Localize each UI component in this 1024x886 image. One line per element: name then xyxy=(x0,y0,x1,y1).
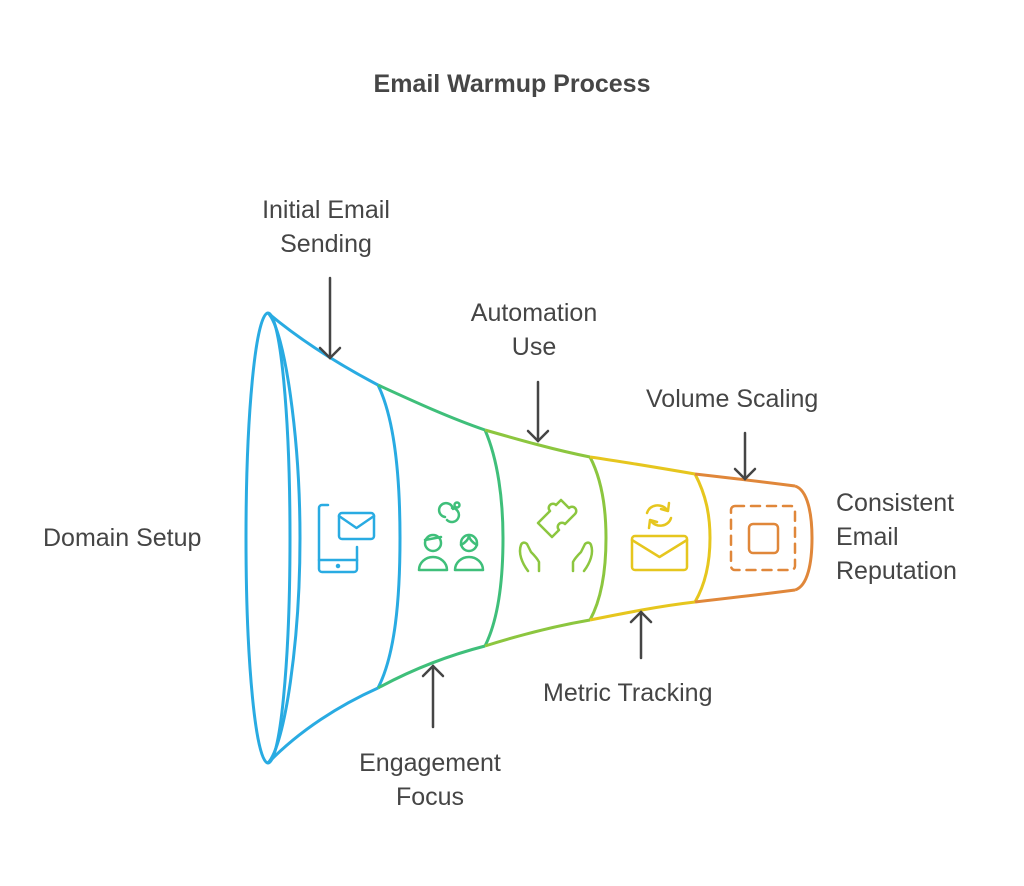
funnel-segment-volume-scaling xyxy=(694,472,814,604)
label-initial-email-sending: Initial Email Sending xyxy=(226,193,426,261)
label-consistent-email-reputation: Consistent Email Reputation xyxy=(836,486,957,588)
arrow-volume-scaling xyxy=(733,431,757,481)
arrow-initial-email-sending xyxy=(318,276,342,360)
hands-puzzle-icon xyxy=(518,498,594,573)
funnel-segment-domain-setup xyxy=(244,311,402,765)
label-volume-scaling: Volume Scaling xyxy=(646,385,819,413)
phone-mail-icon xyxy=(317,503,376,574)
people-link-icon xyxy=(417,501,485,572)
label-automation-use: Automation Use xyxy=(434,296,634,364)
focus-square-icon xyxy=(729,504,797,572)
label-line: Initial Email xyxy=(262,196,390,224)
label-line: Reputation xyxy=(836,557,957,585)
funnel-segment-metric-tracking xyxy=(589,455,712,622)
arrow-metric-tracking xyxy=(629,610,653,660)
label-line: Focus xyxy=(395,783,465,811)
arrow-automation-use xyxy=(526,380,550,443)
funnel-segment-engagement-focus xyxy=(377,383,505,690)
label-line: Use xyxy=(511,333,557,361)
label-engagement-focus: Engagement Focus xyxy=(330,746,530,814)
funnel-segment-automation-use xyxy=(484,428,608,648)
label-line: Sending xyxy=(280,230,372,258)
label-domain-setup: Domain Setup xyxy=(43,524,202,552)
diagram-title: Email Warmup Process xyxy=(373,70,651,98)
label-line: Email xyxy=(836,523,899,551)
label-line: Consistent xyxy=(836,489,955,517)
label-line: Engagement xyxy=(359,749,501,777)
arrow-engagement-focus xyxy=(421,664,445,729)
mail-refresh-icon xyxy=(630,501,689,572)
label-metric-tracking: Metric Tracking xyxy=(543,679,713,707)
label-line: Automation xyxy=(470,299,598,327)
